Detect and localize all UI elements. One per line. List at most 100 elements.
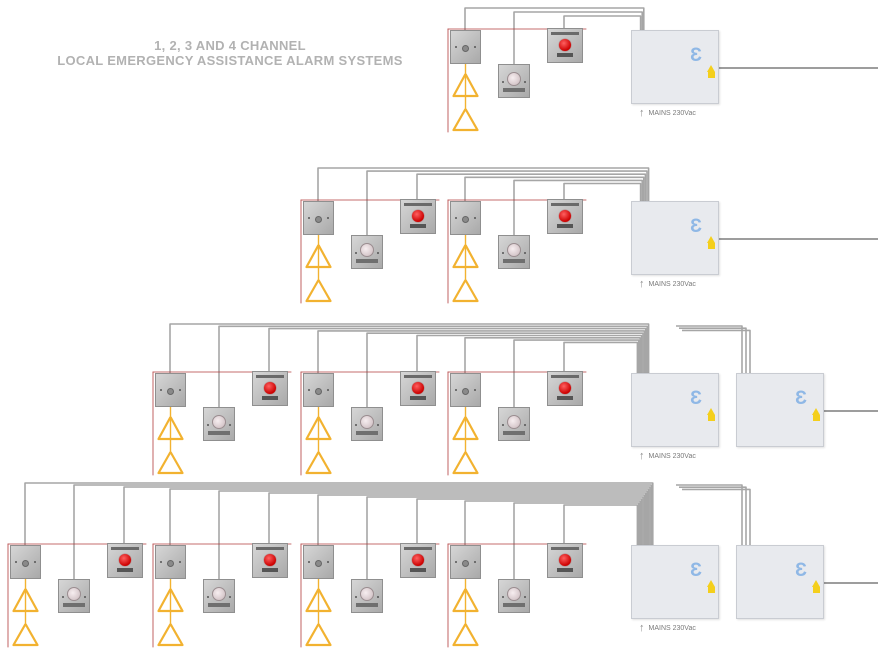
signal-cable xyxy=(563,15,642,30)
signal-cable xyxy=(563,504,639,545)
signal-cable xyxy=(563,341,639,373)
screw xyxy=(207,596,209,598)
screw xyxy=(355,596,357,598)
reset-label xyxy=(503,88,525,92)
signal-cable xyxy=(169,488,650,545)
indicator-lamp xyxy=(119,554,131,566)
pull-cord-triangle xyxy=(157,451,184,475)
panel-logo: Ɛ xyxy=(690,560,702,581)
indicator-text xyxy=(551,547,579,550)
screw xyxy=(160,389,162,391)
over-door-indicator xyxy=(252,371,288,406)
reset-plate xyxy=(498,235,530,269)
over-door-indicator xyxy=(400,543,436,578)
mains-voltage-text: MAINS 230Vac xyxy=(648,281,696,288)
reset-label xyxy=(208,431,230,435)
screw xyxy=(15,561,17,563)
reset-label xyxy=(208,603,230,607)
screw xyxy=(229,596,231,598)
panel-logo: Ɛ xyxy=(690,388,702,409)
signal-cable xyxy=(464,336,642,373)
arrow-up-icon: ↑ xyxy=(639,450,645,462)
over-door-indicator xyxy=(252,543,288,578)
signal-cable xyxy=(268,492,647,545)
indicator-text xyxy=(256,375,284,378)
pull-switch-knob xyxy=(167,388,174,395)
pull-cord-triangle xyxy=(452,623,479,647)
reset-label xyxy=(503,259,525,263)
signal-cable xyxy=(513,11,644,64)
indicator-lamp xyxy=(412,382,424,394)
panel-link-cable xyxy=(679,327,747,373)
screw xyxy=(455,561,457,563)
reset-button xyxy=(360,415,374,429)
screw xyxy=(455,389,457,391)
indicator-label xyxy=(410,568,426,572)
pull-switch-knob xyxy=(315,216,322,223)
screw xyxy=(502,424,504,426)
mains-label: ↑MAINS 230Vac xyxy=(639,279,696,290)
screw xyxy=(377,596,379,598)
pull-switch-knob xyxy=(462,388,469,395)
signal-cable xyxy=(513,339,640,407)
screw xyxy=(327,217,329,219)
screw xyxy=(179,389,181,391)
mains-label: ↑MAINS 230Vac xyxy=(639,623,696,634)
indicator-text xyxy=(256,547,284,550)
panel-logo: Ɛ xyxy=(690,45,702,66)
reset-plate xyxy=(351,579,383,613)
pull-cord-triangle xyxy=(305,451,332,475)
indicator-text xyxy=(551,32,579,35)
over-door-indicator xyxy=(547,28,583,63)
signal-cable xyxy=(416,334,643,373)
reset-label xyxy=(356,431,378,435)
signal-cable xyxy=(317,167,650,201)
indicator-lamp xyxy=(264,554,276,566)
warning-label xyxy=(708,587,715,593)
screw xyxy=(474,561,476,563)
indicator-text xyxy=(404,203,432,206)
over-door-indicator xyxy=(547,543,583,578)
signal-cable xyxy=(513,179,644,235)
pull-cord-triangle xyxy=(452,108,479,132)
reset-plate xyxy=(203,407,235,441)
panel-link-cable xyxy=(676,484,743,545)
indicator-text xyxy=(551,203,579,206)
indicator-lamp xyxy=(559,382,571,394)
reset-button xyxy=(212,587,226,601)
reset-plate xyxy=(203,579,235,613)
indicator-label xyxy=(410,224,426,228)
reset-plate xyxy=(498,579,530,613)
screw xyxy=(327,389,329,391)
mains-voltage-text: MAINS 230Vac xyxy=(648,110,696,117)
reset-button xyxy=(507,415,521,429)
indicator-label xyxy=(262,396,278,400)
diagram-title-line-2: LOCAL EMERGENCY ASSISTANCE ALARM SYSTEMS xyxy=(57,53,403,68)
signal-cable xyxy=(366,332,644,407)
panel-link-cable xyxy=(682,329,751,373)
screw xyxy=(524,596,526,598)
screw xyxy=(355,252,357,254)
reset-button xyxy=(360,587,374,601)
signal-cable xyxy=(317,494,646,545)
screw xyxy=(62,596,64,598)
signal-cable xyxy=(464,176,645,201)
control-panel: Ɛ xyxy=(631,201,719,275)
pull-cord-triangle xyxy=(12,623,39,647)
reset-button xyxy=(507,243,521,257)
signal-cable xyxy=(317,330,646,373)
warning-icon xyxy=(707,236,715,243)
screw xyxy=(455,217,457,219)
screw xyxy=(455,46,457,48)
warning-label xyxy=(813,587,820,593)
indicator-lamp xyxy=(559,554,571,566)
pull-cord-plate xyxy=(155,373,186,407)
reset-button xyxy=(67,587,81,601)
warning-label xyxy=(708,243,715,249)
warning-icon xyxy=(707,65,715,72)
pull-cord-triangle xyxy=(452,451,479,475)
panel-link-cable xyxy=(679,486,747,545)
indicator-lamp xyxy=(559,210,571,222)
reset-plate xyxy=(498,407,530,441)
